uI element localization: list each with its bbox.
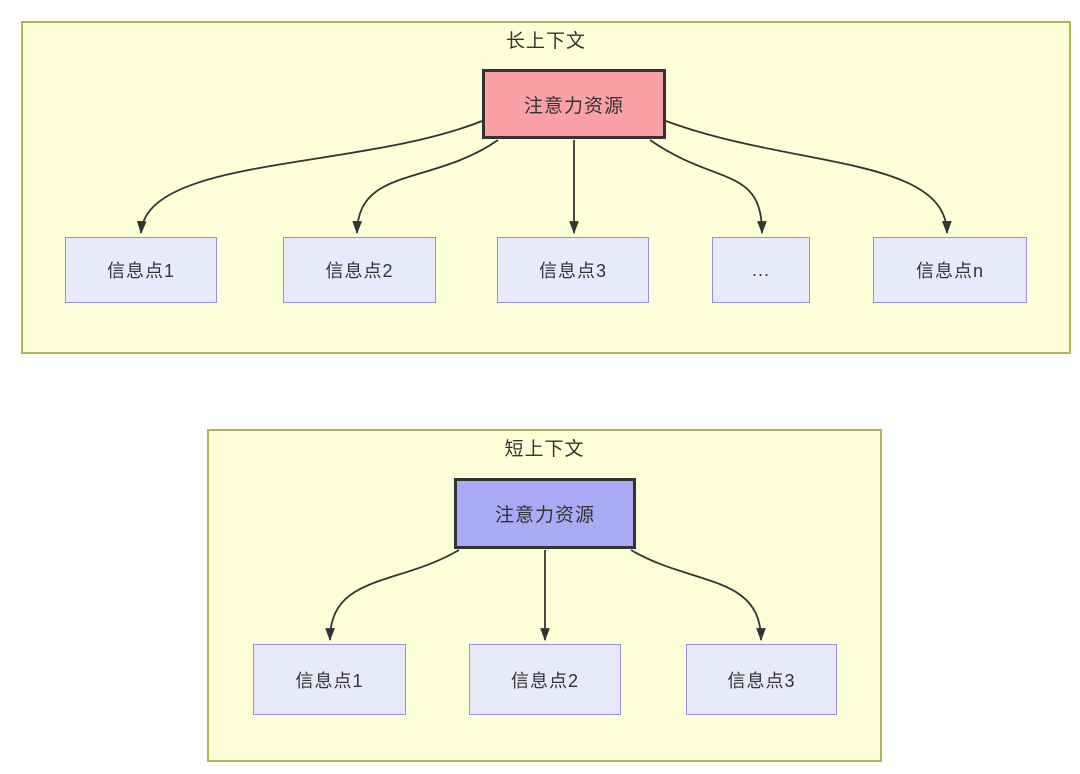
short-attention-node: 注意力资源 [454,478,636,549]
short-info-node-2: 信息点2 [469,644,621,715]
long-info-node-1: 信息点1 [65,237,217,303]
long-context-title: 长上下文 [505,31,586,52]
long-info-node-n: 信息点n [873,237,1027,303]
long-info-node-2: 信息点2 [283,237,436,303]
long-info-node-3: 信息点3 [497,237,649,303]
short-context-title: 短上下文 [504,439,585,460]
long-attention-node: 注意力资源 [482,69,666,139]
long-info-node-ellipsis: ... [712,237,810,303]
short-info-node-1: 信息点1 [253,644,406,715]
short-info-node-3: 信息点3 [686,644,837,715]
